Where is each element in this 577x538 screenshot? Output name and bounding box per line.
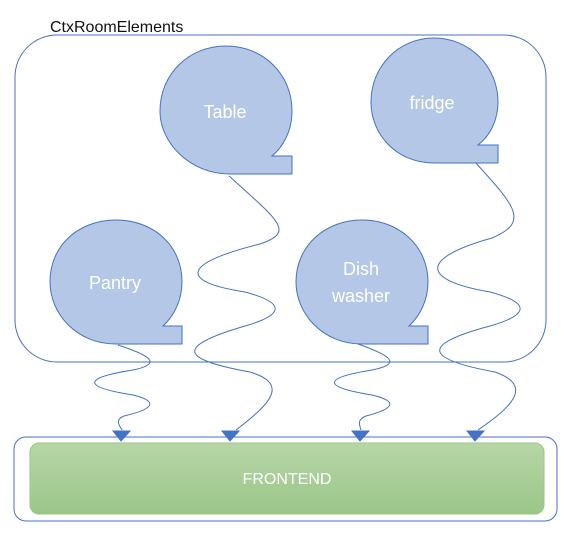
- bubble-pantry: [49, 219, 183, 345]
- arrowhead-fridge-icon: [465, 430, 486, 442]
- frontend-label: FRONTEND: [243, 471, 332, 488]
- bubble-table-label: Table: [203, 102, 246, 122]
- arrowhead-table-icon: [220, 430, 241, 442]
- bubble-dishwasher: [295, 219, 429, 345]
- bubble-fridge: [370, 37, 499, 164]
- bubble-dishwasher-label-line-2: washer: [331, 286, 390, 306]
- container-title: CtxRoomElements: [50, 19, 183, 36]
- frontend-frame: [13, 436, 558, 522]
- arrowhead-pantry-icon: [111, 430, 132, 442]
- room-elements-container: [14, 34, 547, 363]
- bubble-dishwasher-label-line-1: Dish: [343, 259, 379, 279]
- connector-dishwasher: [334, 343, 391, 431]
- connector-table: [194, 175, 280, 431]
- frontend-block: [29, 442, 545, 515]
- connector-pantry: [94, 344, 151, 431]
- connector-fridge: [437, 161, 521, 431]
- bubble-pantry-label: Pantry: [89, 273, 141, 293]
- arrowhead-dishwasher-icon: [350, 430, 371, 442]
- bubble-fridge-label: fridge: [409, 93, 454, 113]
- bubble-table: [159, 45, 293, 175]
